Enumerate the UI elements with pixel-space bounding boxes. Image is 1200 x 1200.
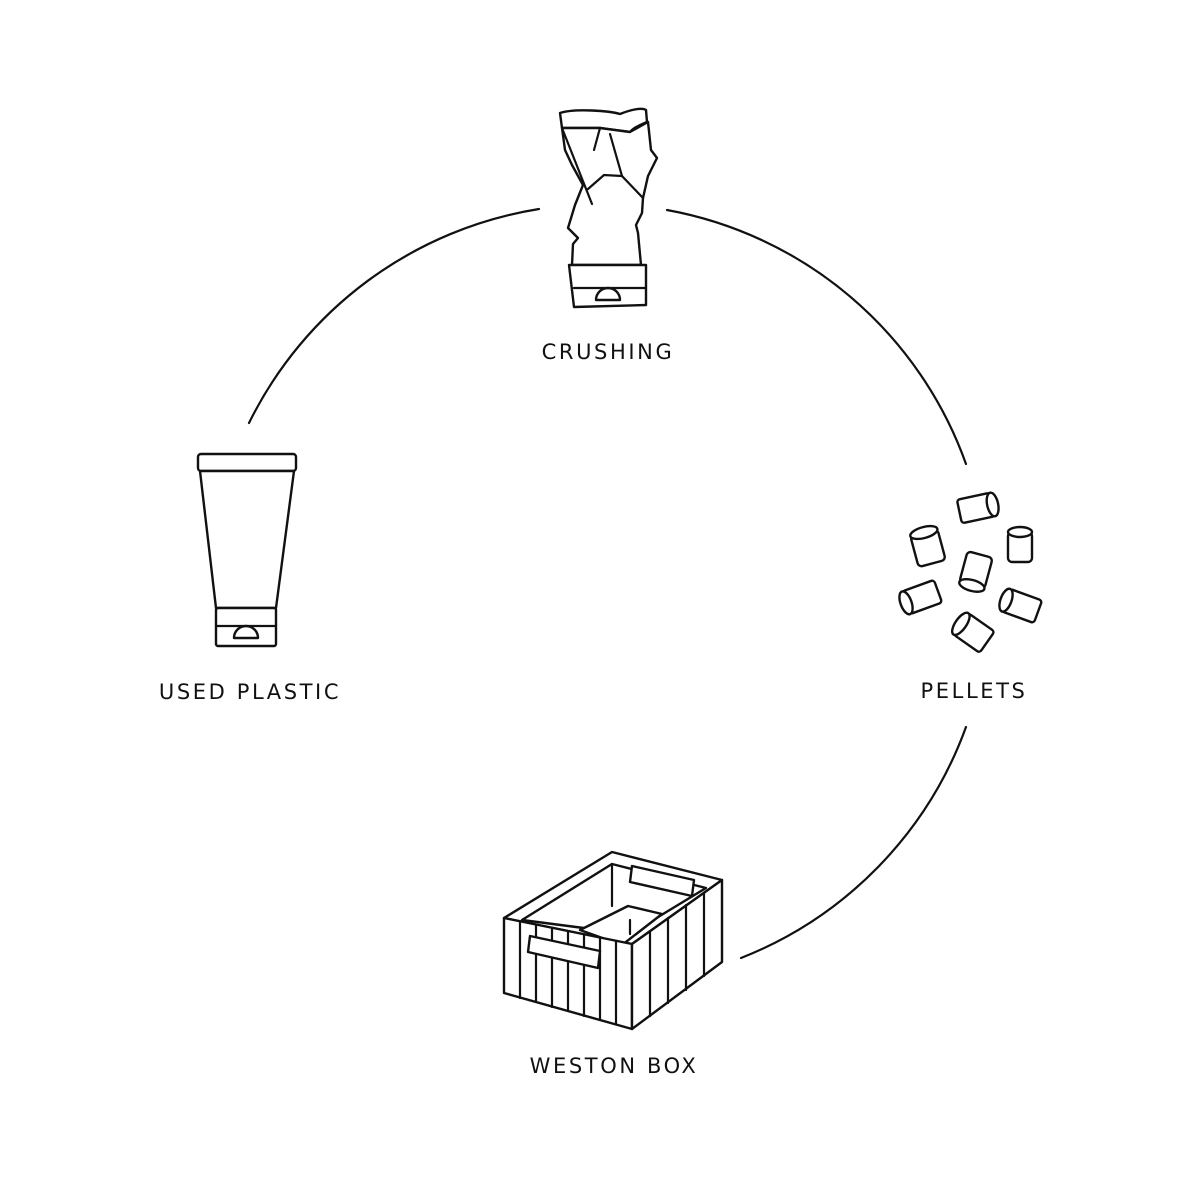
pellets-icon — [898, 491, 1043, 653]
pellet — [909, 524, 946, 568]
cycle-arcs — [247, 207, 968, 960]
arc-crushing-to-pellets — [665, 208, 968, 466]
pellet — [950, 611, 995, 653]
pellet — [958, 550, 993, 593]
label-weston-box: WESTON BOX — [529, 1054, 699, 1078]
crate-box-icon — [502, 850, 724, 1031]
label-used-plastic: USED PLASTIC — [158, 680, 342, 704]
pellet — [1006, 525, 1034, 564]
pellet — [956, 491, 1000, 524]
arc-used-to-crushing — [247, 207, 541, 425]
crushed-tube-icon — [558, 107, 659, 309]
pellet — [998, 587, 1043, 624]
tube-icon — [196, 452, 298, 648]
label-crushing: CRUSHING — [541, 340, 675, 364]
label-pellets: PELLETS — [920, 679, 1028, 703]
arc-pellets-to-box — [739, 725, 968, 960]
pellet — [898, 579, 943, 616]
